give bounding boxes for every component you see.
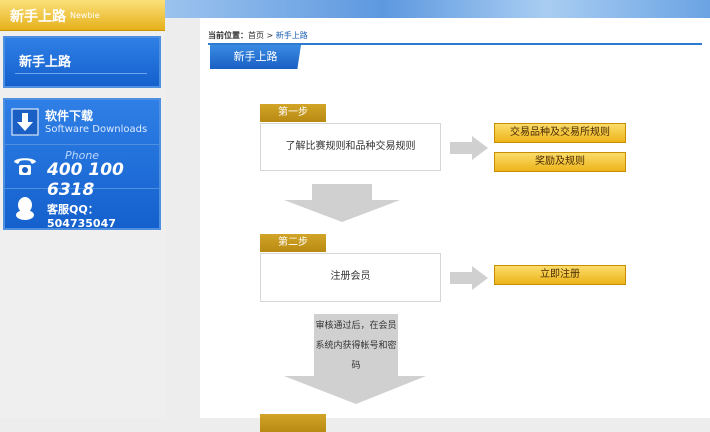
- download-icon: [11, 108, 39, 136]
- step-box: 了解比赛规则和品种交易规则: [260, 123, 441, 171]
- reward-rules-button[interactable]: 奖励及规则: [494, 152, 626, 172]
- breadcrumb-current: 新手上路: [275, 31, 308, 40]
- tab-newbie[interactable]: 新手上路: [210, 45, 301, 69]
- main-content: 当前位置：首页 > 新手上路 新手上路 第一步 了解比赛规则和品种交易规则 交易…: [200, 18, 710, 432]
- breadcrumb-home[interactable]: 首页: [248, 31, 264, 40]
- down-arrow-icon: [284, 314, 426, 404]
- step-label: 第二步: [260, 234, 326, 252]
- breadcrumb: 当前位置：首页 > 新手上路: [208, 30, 308, 41]
- sidebar-title: 新手上路 Newbie: [0, 0, 165, 31]
- breadcrumb-sep: >: [264, 31, 276, 40]
- software-download-link[interactable]: 软件下载 Software Downloads: [5, 100, 159, 145]
- register-button[interactable]: 立即注册: [494, 265, 626, 285]
- phone-icon: [11, 152, 39, 180]
- sidebar: 新手上路 Newbie 新手上路 软件下载 Software Downloads: [0, 0, 165, 418]
- divider: [15, 73, 147, 74]
- phone-label: Phone: [65, 149, 100, 162]
- phone-number: 400 100 6318: [47, 160, 124, 200]
- step-label: 第一步: [260, 104, 326, 122]
- sidebar-title-cn: 新手上路: [10, 9, 66, 25]
- download-subtitle: Software Downloads: [45, 124, 148, 135]
- right-arrow-icon: [450, 266, 488, 290]
- tab-underline: [208, 43, 702, 45]
- qq-service-link[interactable]: 客服QQ：504735047: [5, 188, 159, 230]
- sidebar-title-en: Newbie: [70, 11, 100, 20]
- right-arrow-icon: [450, 136, 488, 160]
- step-label-partial: [260, 414, 326, 432]
- sidebar-item-newbie[interactable]: 新手上路: [3, 36, 161, 88]
- header-banner: [165, 0, 710, 18]
- step-box: 注册会员: [260, 253, 441, 302]
- download-title: 软件下载: [45, 109, 94, 123]
- phone-row: Phone 400 100 6318: [5, 144, 159, 200]
- breadcrumb-prefix: 当前位置：: [208, 31, 248, 40]
- qq-text: 客服QQ：504735047: [47, 203, 116, 230]
- service-panel: 软件下载 Software Downloads Phone 400 100 63…: [3, 98, 161, 230]
- exchange-rules-button[interactable]: 交易品种及交易所规则: [494, 123, 626, 143]
- step-note: 审核通过后，在会员系统内获得帐号和密码: [315, 321, 397, 371]
- qq-icon: [11, 194, 39, 222]
- down-arrow-icon: [284, 184, 400, 222]
- sidebar-item-label: 新手上路: [19, 55, 72, 70]
